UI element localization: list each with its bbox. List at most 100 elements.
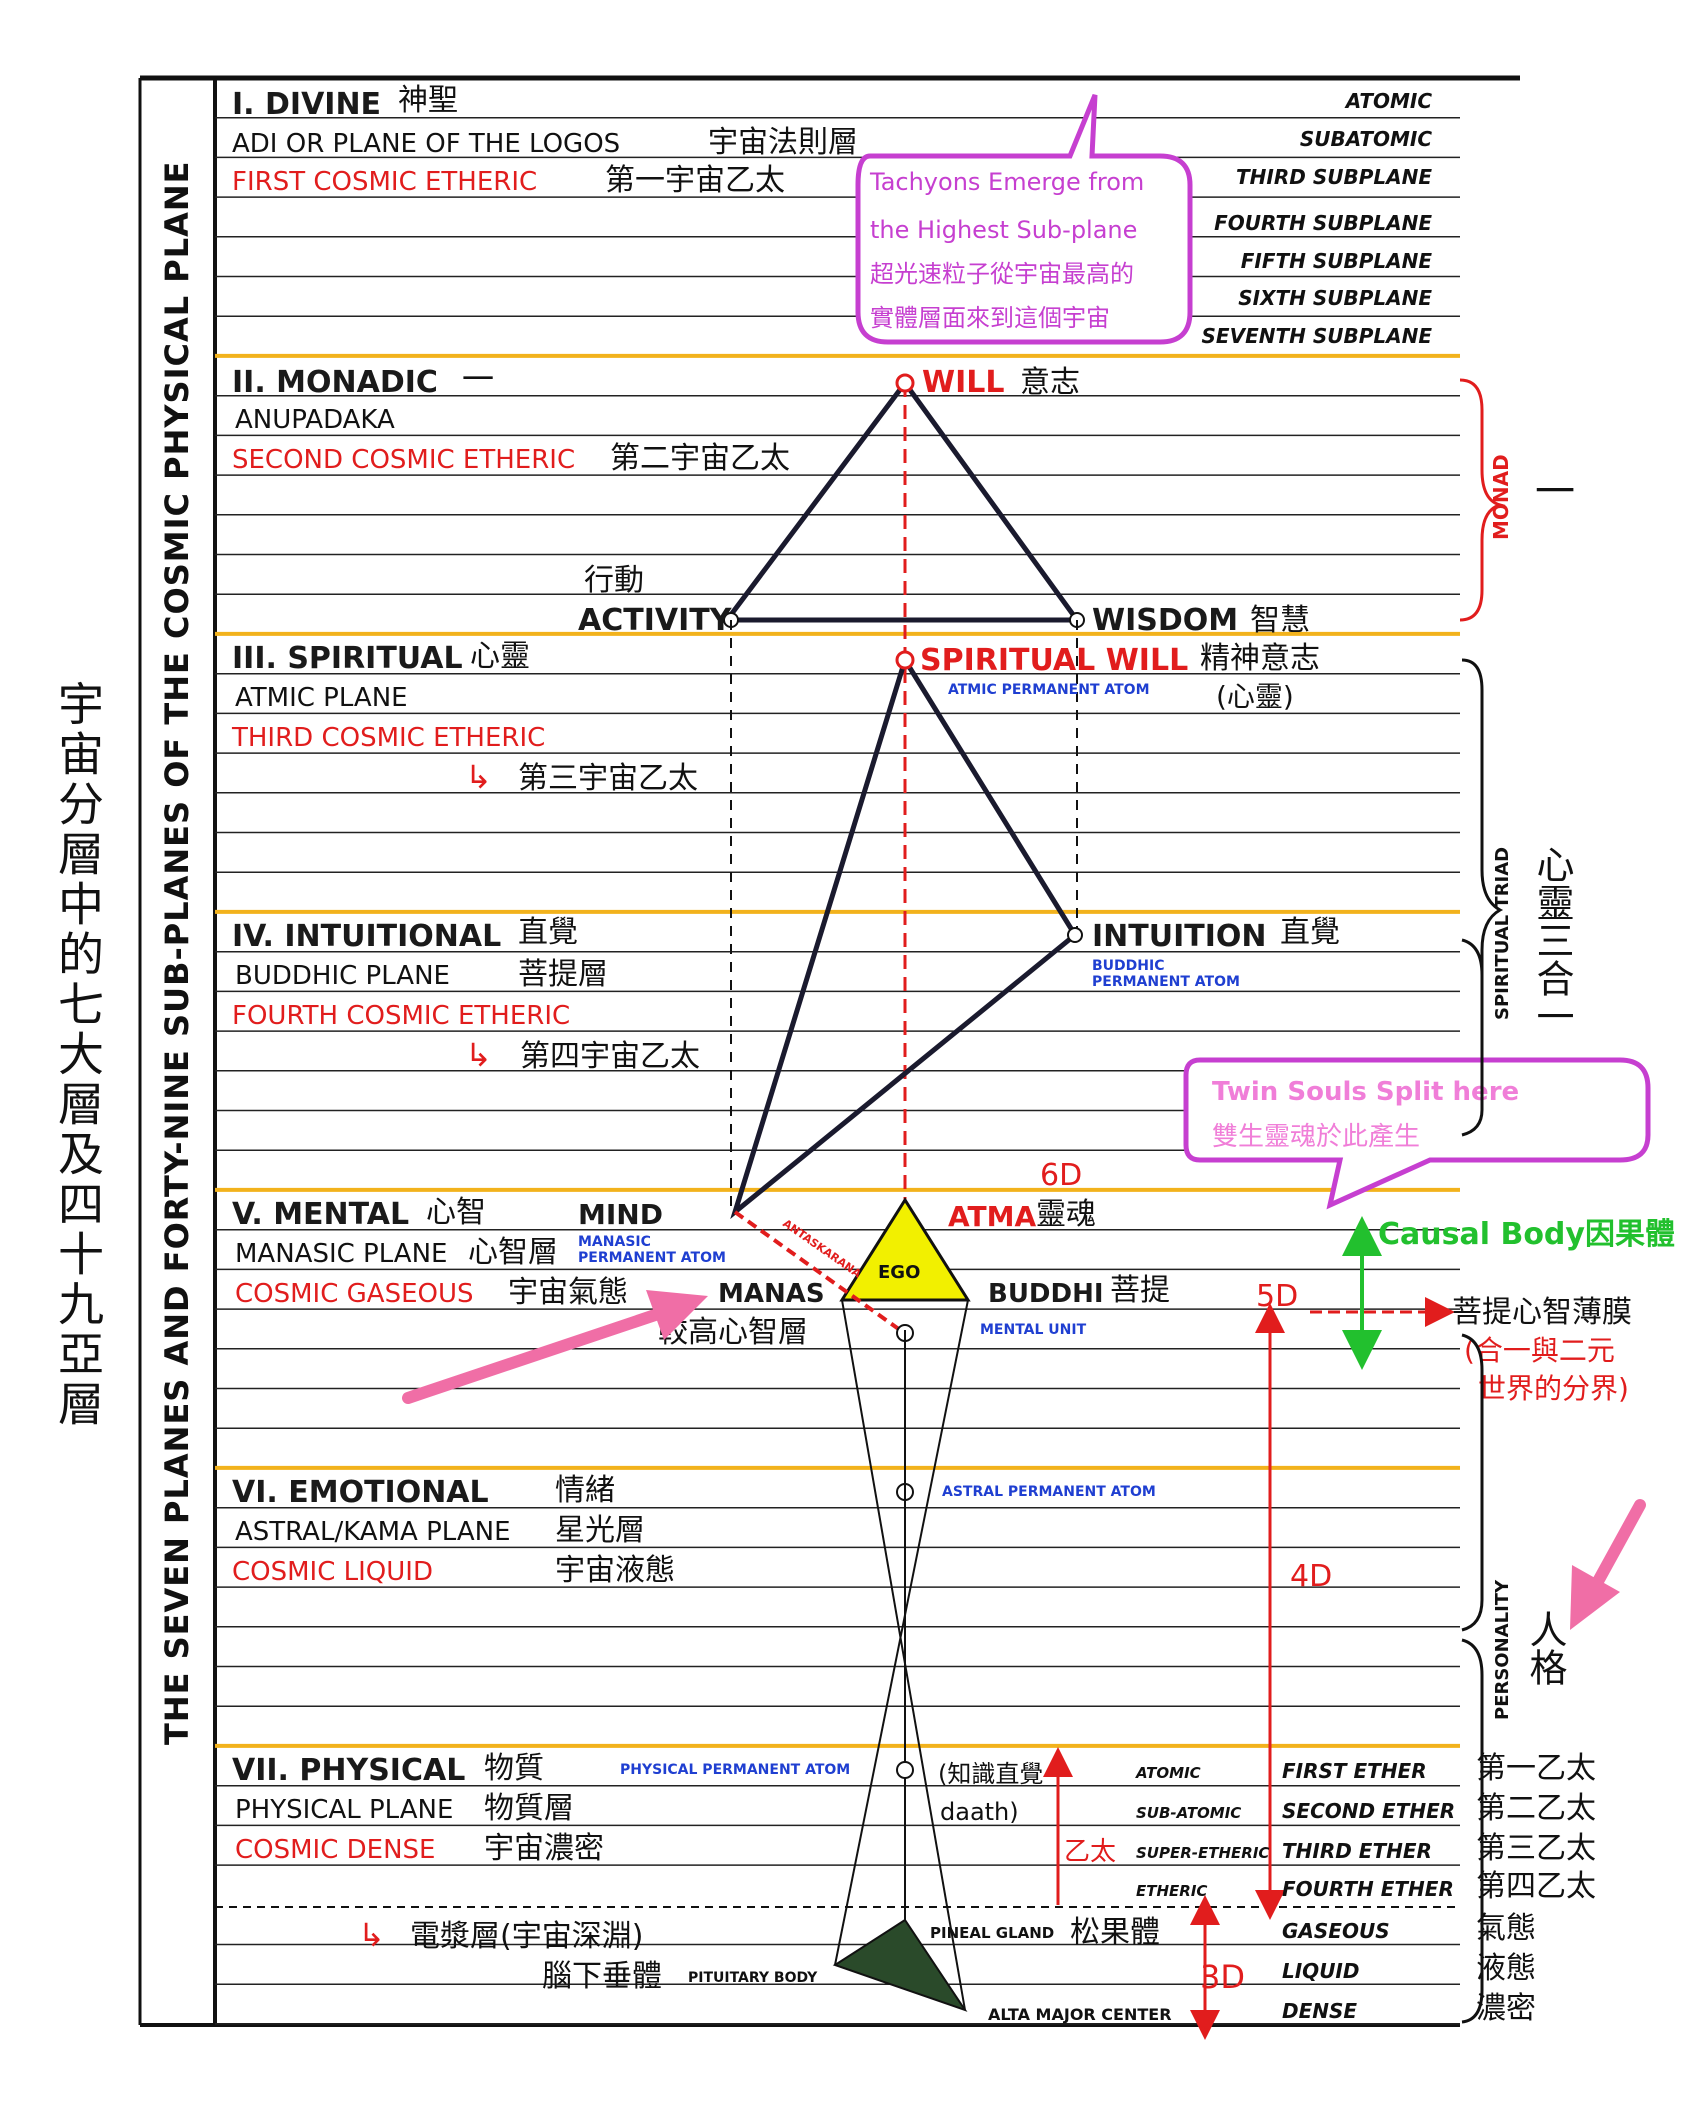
plane-monadic-name: II. MONADIC xyxy=(232,365,438,400)
label-intuition: INTUITION xyxy=(1092,919,1267,954)
physical-sub-ether: SECOND ETHER xyxy=(1282,1799,1455,1823)
label-pituitary: PITUITARY BODY xyxy=(688,1970,818,1986)
personality-hourglass xyxy=(832,1299,969,2012)
label-membrane-zh3: 世界的分界) xyxy=(1478,1372,1629,1405)
left-title-zh: 宇宙分層中的七大層及四十九亞層 xyxy=(51,680,105,1430)
plane-spiritual-zh: 心靈 xyxy=(470,639,530,674)
label-manasic-atom-2: PERMANENT ATOM xyxy=(578,1250,726,1266)
label-manas: MANAS xyxy=(718,1279,825,1309)
plane-divine-sub-zh: 宇宙法則層 xyxy=(708,125,858,160)
physical-sub-zh: 第四乙太 xyxy=(1476,1869,1596,1904)
pink-pointer-arrow xyxy=(402,1290,708,1404)
plane-mental-sub: MANASIC PLANE xyxy=(235,1239,447,1269)
label-mind: MIND xyxy=(578,1198,663,1231)
label-3d: 3D xyxy=(1200,1958,1245,1996)
label-buddhi-zh: 菩提 xyxy=(1110,1273,1170,1308)
label-will: WILL xyxy=(922,365,1005,400)
plane-divine-name: I. DIVINE xyxy=(232,87,381,122)
plane-emotional-zh: 情緒 xyxy=(555,1473,615,1508)
subplane-name: SUBATOMIC xyxy=(1300,127,1432,151)
label-atma-zh: 靈魂 xyxy=(1036,1197,1096,1232)
diagram-frame xyxy=(138,75,1520,2027)
return-arrow-icon: ↳ xyxy=(465,1036,492,1074)
personality-pink-arrow xyxy=(1570,1499,1646,1630)
right-brackets xyxy=(1459,378,1506,2024)
label-activity: ACTIVITY xyxy=(578,603,733,638)
label-spiritual-will-zh: 精神意志 xyxy=(1200,641,1320,676)
subplane-grid xyxy=(215,116,1460,2025)
plane-mental-zh: 心智 xyxy=(426,1195,486,1230)
label-pineal: PINEAL GLAND xyxy=(930,1924,1054,1942)
callout-twin-line1: Twin Souls Split here xyxy=(1212,1077,1519,1107)
plane-intuitional-sub: BUDDHIC PLANE xyxy=(235,961,450,991)
label-daath-1: (知識直覺 xyxy=(938,1760,1043,1788)
physical-sub-zh: 液態 xyxy=(1476,1951,1536,1986)
plane-intuitional-cosmic-zh: 第四宇宙乙太 xyxy=(520,1039,700,1074)
subplane-name: SIXTH SUBPLANE xyxy=(1238,286,1432,310)
physical-sub-ether: GASEOUS xyxy=(1282,1919,1390,1943)
plane-divine-cosmic: FIRST COSMIC ETHERIC xyxy=(232,167,537,197)
physical-sub-level: SUPER-ETHERIC xyxy=(1136,1844,1269,1862)
physical-sub-zh: 第二乙太 xyxy=(1476,1791,1596,1826)
side-title: THE SEVEN PLANES AND FORTY-NINE SUB-PLAN… xyxy=(158,160,196,1745)
plane-physical-zh: 物質 xyxy=(484,1751,544,1786)
label-monad-vertical: MONAD xyxy=(1489,454,1513,540)
label-wisdom: WISDOM xyxy=(1092,603,1238,638)
callout-tachyons-line1: Tachyons Emerge from xyxy=(869,168,1144,196)
label-4d: 4D xyxy=(1290,1559,1332,1594)
plane-monadic-sub: ANUPADAKA xyxy=(235,405,395,435)
physical-sub-zh: 第一乙太 xyxy=(1476,1751,1596,1786)
plane-physical-sub: PHYSICAL PLANE xyxy=(235,1795,453,1825)
plane-monadic-cosmic-zh: 第二宇宙乙太 xyxy=(610,441,790,476)
plane-intuitional-sub-zh: 菩提層 xyxy=(518,957,608,992)
label-antaskarana: ANTASKARANA xyxy=(780,1217,864,1281)
physical-sub-level: ATOMIC xyxy=(1135,1764,1201,1782)
label-buddhic-atom-2: PERMANENT ATOM xyxy=(1092,974,1240,990)
label-manasic-atom-1: MANASIC xyxy=(578,1234,651,1250)
label-ego: EGO xyxy=(878,1262,920,1283)
plane-spiritual-name: III. SPIRITUAL xyxy=(232,641,463,676)
plane-emotional: VI. EMOTIONAL 情緒 ASTRAL/KAMA PLANE 星光層 C… xyxy=(232,1473,1156,1588)
label-monad-zh: 一 xyxy=(1535,469,1575,515)
plane-spiritual: III. SPIRITUAL 心靈 ATMIC PLANE THIRD COSM… xyxy=(231,639,698,796)
plane-mental-name: V. MENTAL xyxy=(232,1197,409,1232)
plane-physical-cosmic: COSMIC DENSE xyxy=(235,1835,435,1865)
plane-spiritual-cosmic: THIRD COSMIC ETHERIC xyxy=(231,723,545,753)
plane-physical: VII. PHYSICAL 物質 PHYSICAL PLANE 物質層 COSM… xyxy=(232,1747,1245,2040)
callout-tachyons-line2: the Highest Sub-plane xyxy=(870,216,1137,244)
return-arrow-icon: ↳ xyxy=(465,758,492,796)
plane-mental-cosmic: COSMIC GASEOUS xyxy=(235,1279,474,1309)
plane-monadic-cosmic: SECOND COSMIC ETHERIC xyxy=(232,445,575,475)
callout-tachyons-line3: 超光速粒子從宇宙最高的 xyxy=(870,260,1134,288)
plane-mental-sub-zh: 心智層 xyxy=(468,1235,558,1270)
label-activity-zh: 行動 xyxy=(584,563,644,598)
callout-tachyons: Tachyons Emerge from the Highest Sub-pla… xyxy=(855,94,1193,345)
label-pituitary-zh: 腦下垂體 xyxy=(542,1959,662,1994)
plane-mental-cosmic-zh: 宇宙氣態 xyxy=(508,1275,628,1310)
subplane-name: FIFTH SUBPLANE xyxy=(1241,249,1433,273)
plane-emotional-name: VI. EMOTIONAL xyxy=(232,1475,489,1510)
label-alta: ALTA MAJOR CENTER xyxy=(988,2005,1172,2024)
subplane-name: THIRD SUBPLANE xyxy=(1236,165,1432,189)
label-physical-atom: PHYSICAL PERMANENT ATOM xyxy=(620,1762,850,1778)
label-mental-unit: MENTAL UNIT xyxy=(980,1322,1087,1338)
physical-sub-zh: 濃密 xyxy=(1476,1991,1536,2026)
physical-sub-ether: THIRD ETHER xyxy=(1282,1839,1432,1863)
subplane-name: ATOMIC xyxy=(1344,89,1433,113)
label-pineal-zh: 松果體 xyxy=(1070,1915,1160,1950)
label-membrane-zh2: (合一與二元 xyxy=(1464,1334,1615,1367)
physical-sub-ether: DENSE xyxy=(1282,1999,1357,2023)
label-astral-atom: ASTRAL PERMANENT ATOM xyxy=(942,1484,1156,1500)
label-spiritual-will: SPIRITUAL WILL xyxy=(920,643,1188,678)
physical-sub-ether: FIRST ETHER xyxy=(1282,1759,1427,1783)
label-spiritual-will-zh2: (心靈) xyxy=(1216,680,1294,713)
subplane-name: SEVENTH SUBPLANE xyxy=(1202,324,1433,348)
physical-sub-ether: LIQUID xyxy=(1282,1959,1359,1983)
label-ether-zh: 乙太 xyxy=(1064,1837,1116,1867)
plane-intuitional: IV. INTUITIONAL 直覺 BUDDHIC PLANE 菩提層 FOU… xyxy=(232,915,1340,1074)
plane-spiritual-sub: ATMIC PLANE xyxy=(235,683,408,713)
plane-intuitional-name: IV. INTUITIONAL xyxy=(232,919,501,954)
plane-physical-cosmic-zh: 宇宙濃密 xyxy=(484,1831,604,1866)
